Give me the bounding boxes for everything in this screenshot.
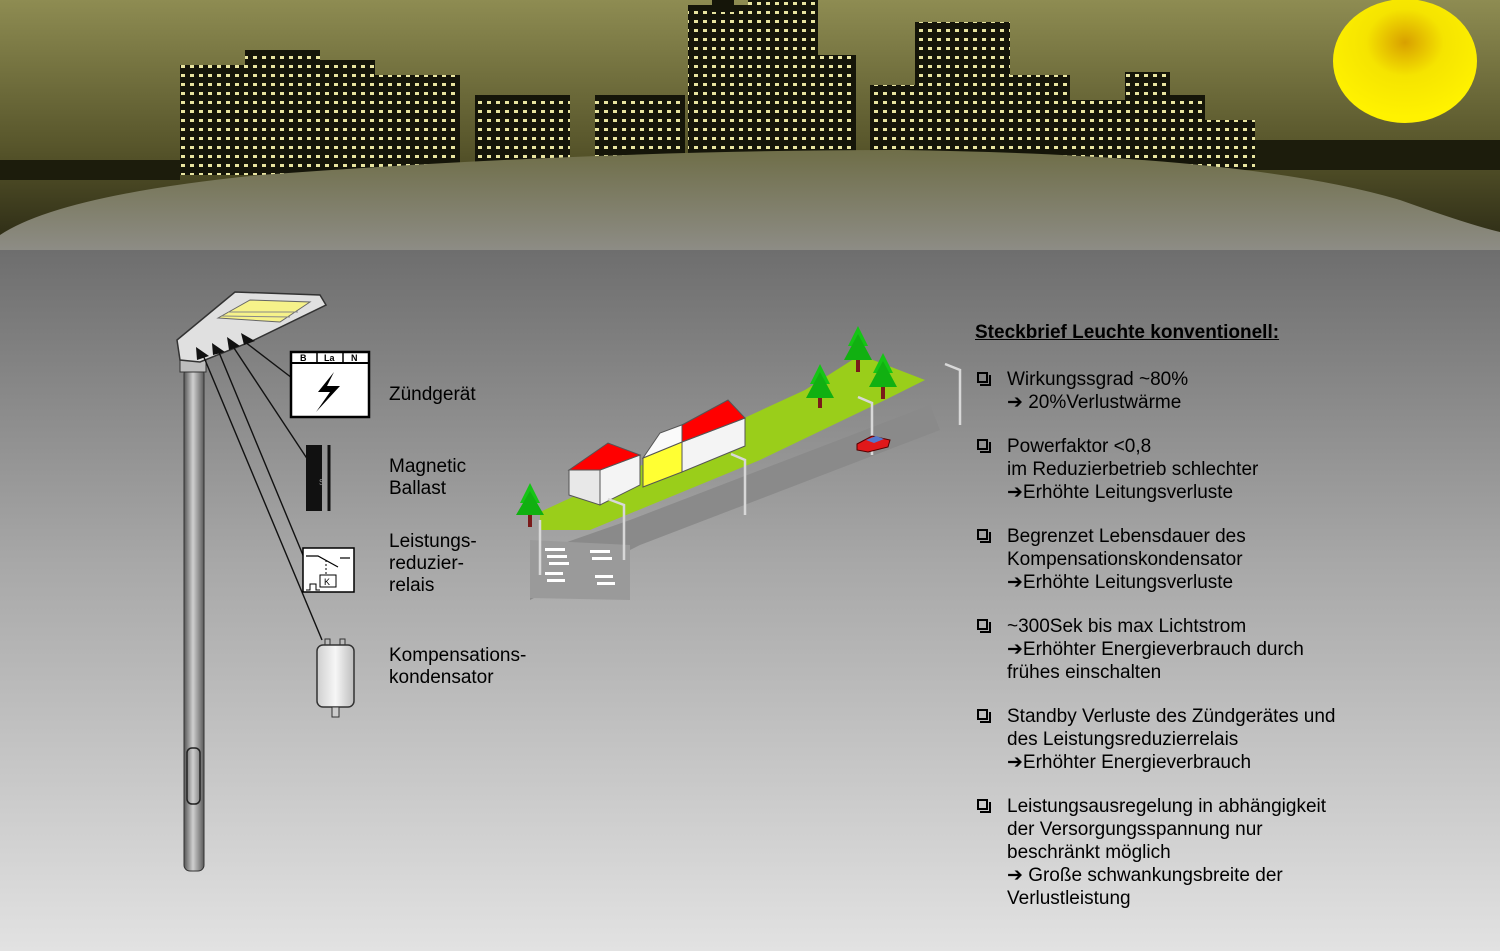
checkbox-icon <box>977 372 991 386</box>
skyline-banner <box>0 0 1500 250</box>
fact-line: ~300Sek bis max Lichtstrom <box>1007 616 1247 637</box>
fact-line: im Reduzierbetrieb schlechter <box>1007 459 1259 480</box>
fact-line: Begrenzet Lebensdauer des <box>1007 526 1246 547</box>
fact-line: Powerfaktor <0,8 <box>1007 436 1152 457</box>
igniter-terminal-b: B <box>300 353 307 363</box>
igniter-terminal-la: La <box>324 353 335 363</box>
igniter-terminal-n: N <box>351 353 358 363</box>
street-scene <box>516 326 962 600</box>
fact-line: Leistungsausregelung in abhängigkeit <box>1007 796 1327 817</box>
street-lamps <box>538 362 962 575</box>
fact-line: ➔Erhöhter Energieverbrauch <box>1007 752 1252 773</box>
capacitor-symbol <box>316 638 355 718</box>
checkbox-icon <box>977 709 991 723</box>
hill <box>0 150 1500 250</box>
luminaire-head <box>176 291 328 363</box>
fact-item: ~300Sek bis max Lichtstrom➔Erhöhter Ener… <box>975 615 1475 684</box>
fact-line: ➔ 20%Verlustwärme <box>1007 392 1182 413</box>
fact-line: frühes einschalten <box>1007 662 1162 683</box>
car <box>856 435 891 453</box>
fact-line: der Versorgungsspannung nur <box>1007 819 1263 840</box>
leader-arrowheads <box>196 333 255 360</box>
ballast-label: Magnetic Ballast <box>389 456 467 499</box>
sun <box>1333 0 1477 123</box>
igniter-label: Zündgerät <box>389 384 476 405</box>
fact-line: ➔Erhöhte Leitungsverluste <box>1007 482 1234 503</box>
fact-line: Kompensationskondensator <box>1007 549 1243 570</box>
fact-line: ➔Erhöhte Leitungsverluste <box>1007 572 1234 593</box>
svg-text:S: S <box>319 478 324 487</box>
fact-sheet-title: Steckbrief Leuchte konventionell: <box>975 322 1280 343</box>
fact-line: Standby Verluste des Zündgerätes und <box>1007 706 1336 727</box>
fact-line: Verlustleistung <box>1007 888 1131 909</box>
main-stage <box>0 250 1500 951</box>
houses <box>567 399 746 506</box>
fact-line: Wirkungssgrad ~80% <box>1007 369 1189 390</box>
zebra-crossing <box>545 548 615 585</box>
buildings <box>0 0 1500 180</box>
checkbox-icon <box>977 799 991 813</box>
fact-item: Wirkungssgrad ~80%➔ 20%Verlustwärme <box>975 368 1475 414</box>
checkbox-icon <box>977 439 991 453</box>
trees <box>516 326 897 527</box>
igniter-symbol: B La N <box>289 350 371 419</box>
fact-line: beschränkt möglich <box>1007 842 1171 863</box>
capacitor-label: Kompensations- kondensator <box>389 645 527 688</box>
fact-sheet: Steckbrief Leuchte konventionell: Wirkun… <box>975 322 1475 931</box>
checkbox-icon <box>977 529 991 543</box>
fact-line: ➔ Große schwankungsbreite der <box>1007 865 1283 886</box>
fact-line: ➔Erhöhter Energieverbrauch durch <box>1007 639 1304 660</box>
relay-coil-label: K <box>324 577 330 587</box>
leader-lines <box>202 341 323 641</box>
lamp-pole <box>179 357 207 872</box>
checkbox-icon <box>977 619 991 633</box>
relay-label: Leistungs- reduzier- relais <box>389 531 477 596</box>
fact-line: des Leistungsreduzierrelais <box>1007 729 1239 750</box>
ballast-symbol: S <box>306 445 331 511</box>
relay-symbol: K <box>302 547 355 593</box>
